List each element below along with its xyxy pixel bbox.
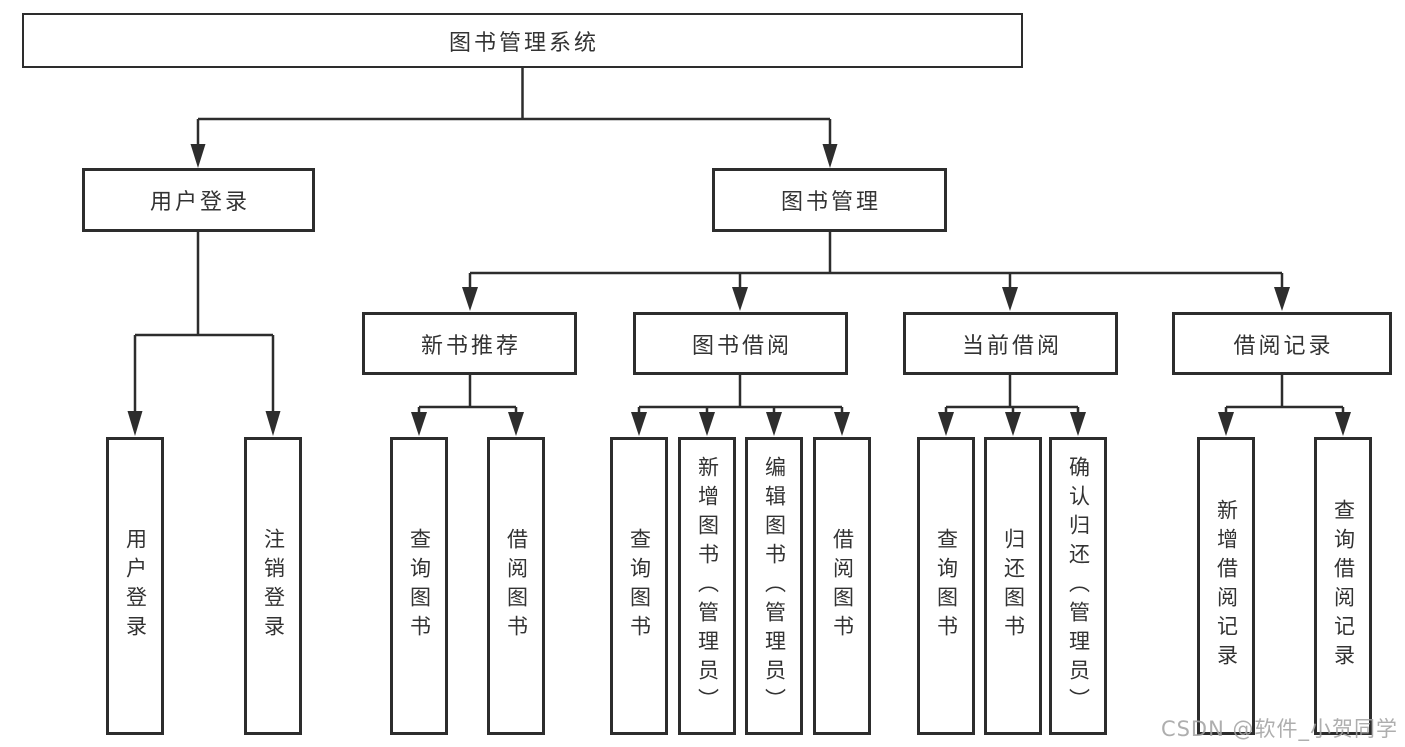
- leaf-label: 查询借阅记录: [1331, 499, 1356, 673]
- node-root-system: 图书管理系统: [22, 13, 1023, 68]
- leaf-label: 查询图书: [627, 528, 652, 644]
- node-current-borrow: 当前借阅: [903, 312, 1118, 375]
- leaf-label: 归还图书: [1001, 528, 1026, 644]
- leaf-label: 新增借阅记录: [1214, 499, 1239, 673]
- leaf-user-login: 用户登录: [106, 437, 164, 735]
- leaf-label: 借阅图书: [830, 528, 855, 644]
- node-book-management: 图书管理: [712, 168, 947, 232]
- leaf-label: 查询图书: [407, 528, 432, 644]
- leaf-label: 注销登录: [261, 528, 286, 644]
- leaf-borrow-books: 借阅图书: [813, 437, 871, 735]
- node-book-borrow: 图书借阅: [633, 312, 848, 375]
- leaf-query-books-recommend: 查询图书: [390, 437, 448, 735]
- leaf-label: 查询图书: [934, 528, 959, 644]
- leaf-query-borrow-record: 查询借阅记录: [1314, 437, 1372, 735]
- leaf-query-books-borrow: 查询图书: [610, 437, 668, 735]
- leaf-label: 用户登录: [123, 528, 148, 644]
- leaf-return-book: 归还图书: [984, 437, 1042, 735]
- leaf-query-books-current: 查询图书: [917, 437, 975, 735]
- leaf-label: 借阅图书: [504, 528, 529, 644]
- arrowheads: [127, 144, 1351, 436]
- leaf-borrow-books-recommend: 借阅图书: [487, 437, 545, 735]
- node-new-book-recommend: 新书推荐: [362, 312, 577, 375]
- leaf-label: 确认归还（管理员）: [1066, 455, 1091, 717]
- leaf-confirm-return-admin: 确认归还（管理员）: [1049, 437, 1107, 735]
- leaf-edit-book-admin: 编辑图书（管理员）: [745, 437, 803, 735]
- node-user-login: 用户登录: [82, 168, 315, 232]
- node-borrow-records: 借阅记录: [1172, 312, 1392, 375]
- leaf-add-book-admin: 新增图书（管理员）: [678, 437, 736, 735]
- leaf-add-borrow-record: 新增借阅记录: [1197, 437, 1255, 735]
- leaf-label: 新增图书（管理员）: [695, 455, 720, 717]
- leaf-logout: 注销登录: [244, 437, 302, 735]
- leaf-label: 编辑图书（管理员）: [762, 455, 787, 717]
